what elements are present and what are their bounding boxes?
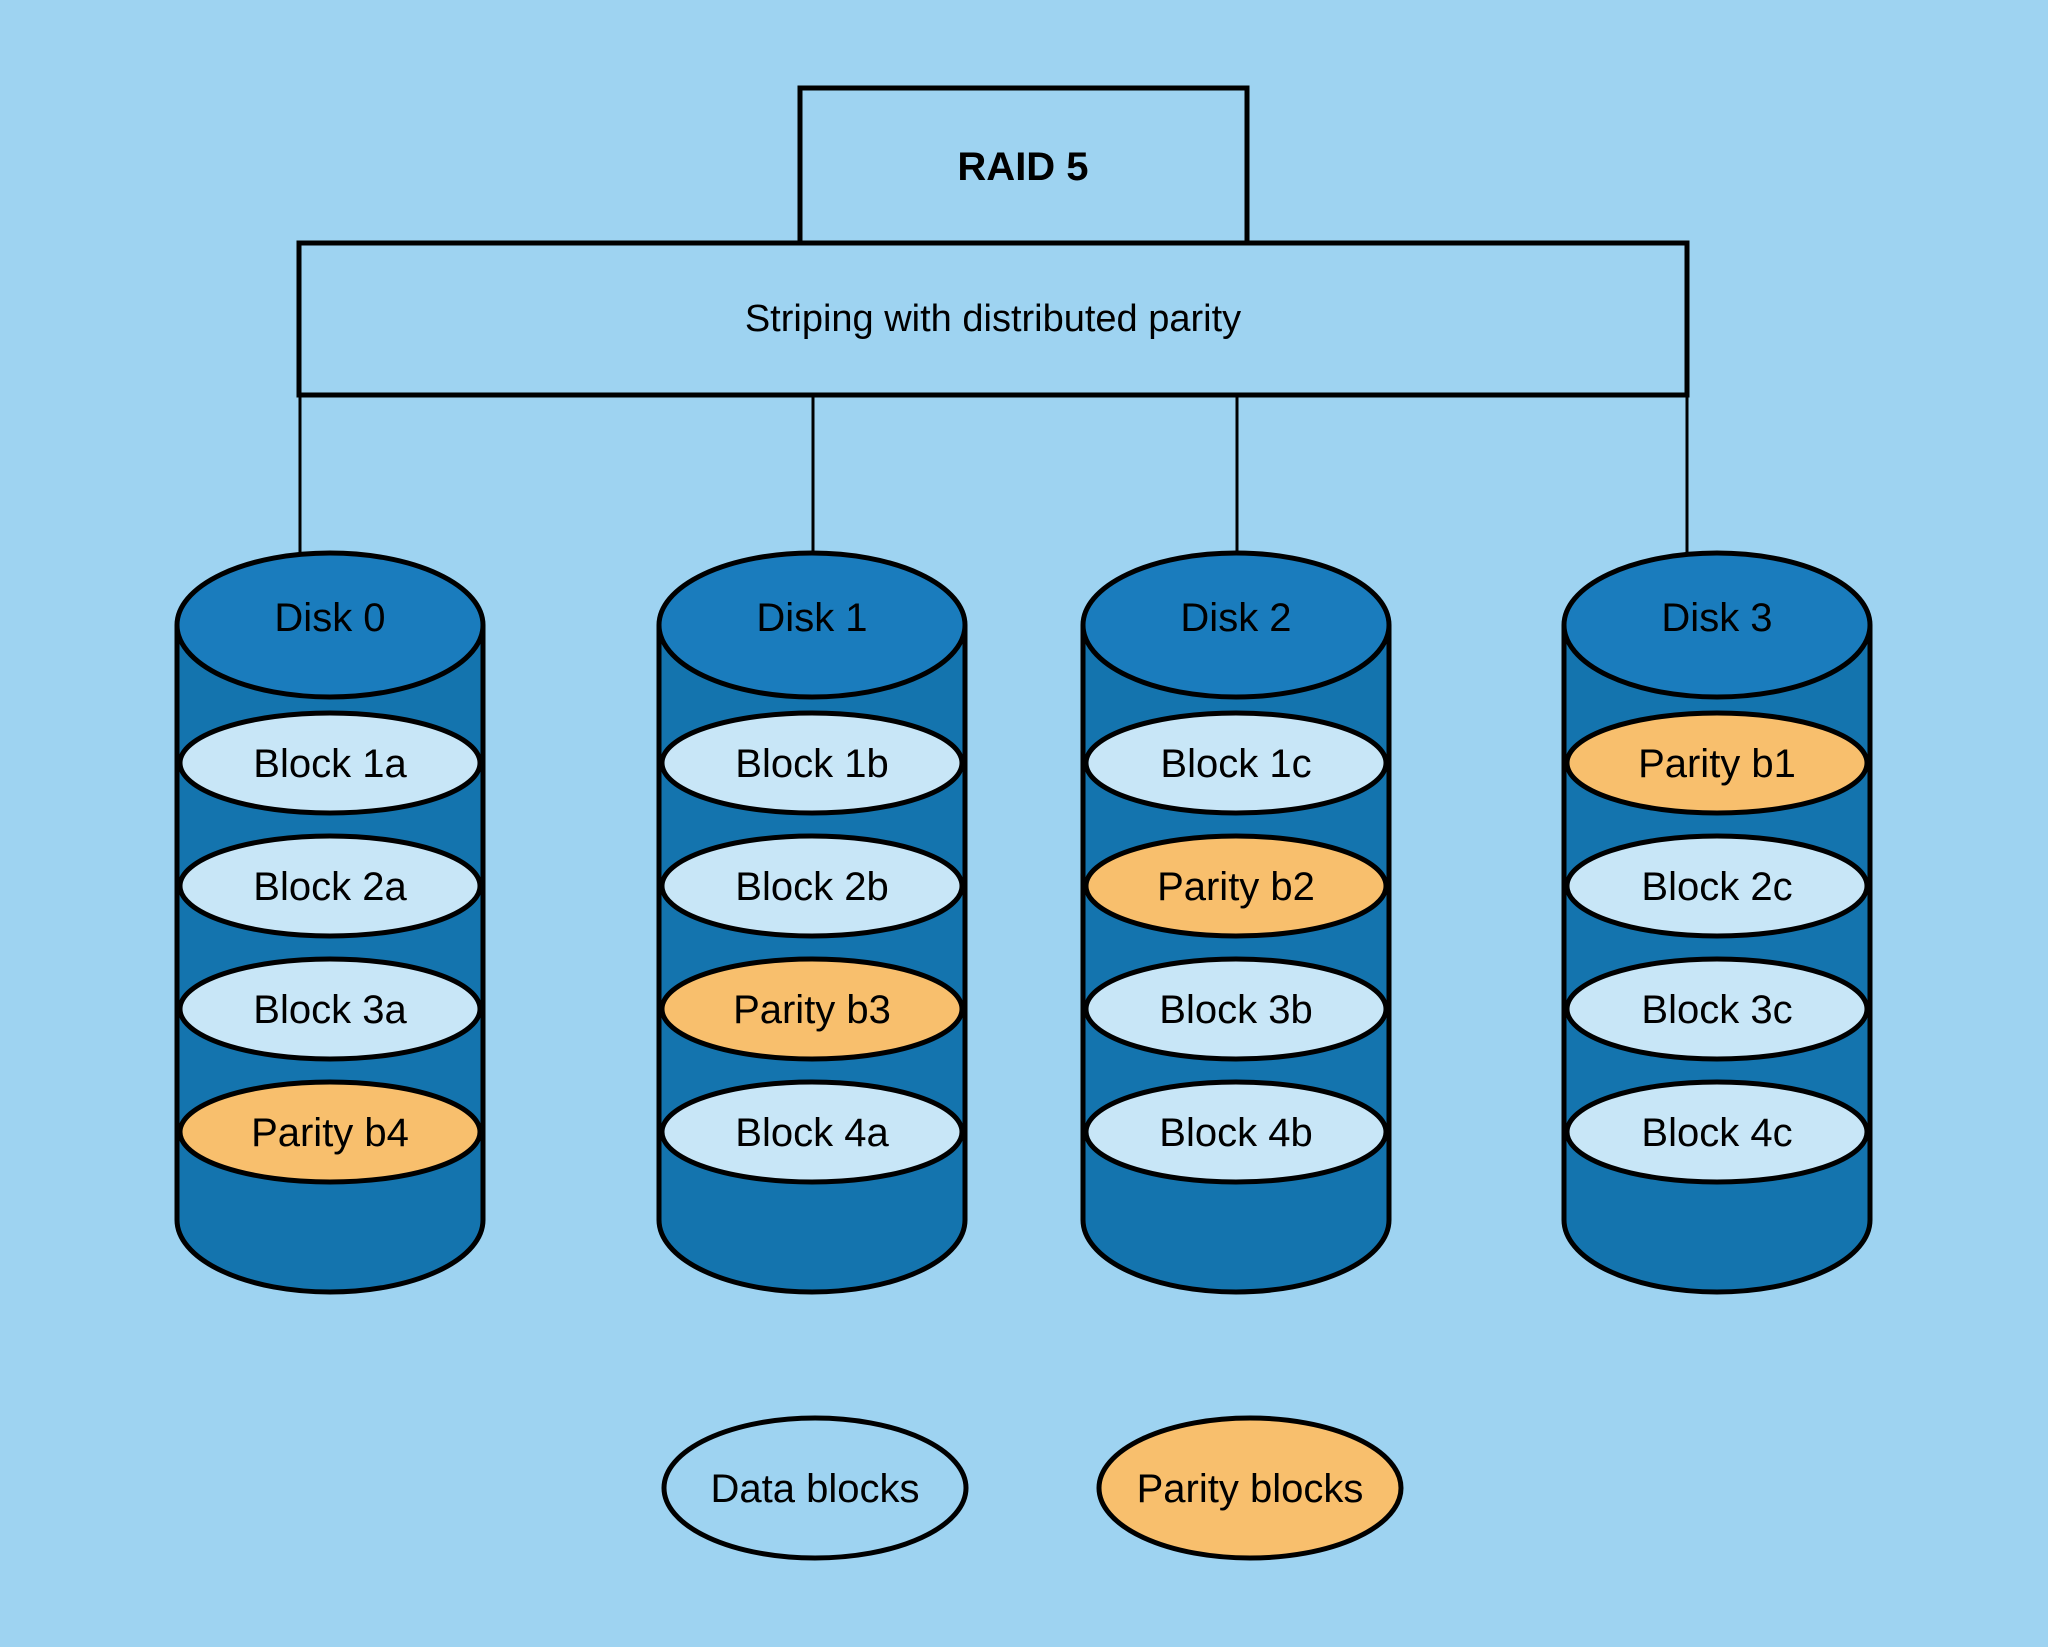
disk-cylinder: Disk 3 Parity b1 Block 2c Block 3c Block 4c <box>1561 550 1873 1295</box>
disk-label: Disk 0 <box>274 596 385 640</box>
block-label: Block 1a <box>253 742 407 786</box>
legend-label: Data blocks <box>711 1467 920 1511</box>
data-block-ellipse <box>1564 833 1870 939</box>
data-block-ellipse <box>659 1079 965 1185</box>
parity-block-ellipse <box>659 956 965 1062</box>
legend: Data blocks Parity blocks <box>661 1415 1404 1561</box>
block-label: Parity b1 <box>1638 742 1796 786</box>
block-label: Block 3c <box>1641 988 1792 1032</box>
block-label: Block 1b <box>735 742 888 786</box>
disk-cylinder: Disk 1 Block 1b Block 2b Parity b3 Block 4a <box>656 550 968 1295</box>
legend-parity-ellipse <box>1096 1415 1404 1561</box>
disk-top-ellipse <box>174 550 486 700</box>
parity-block-ellipse <box>1564 710 1870 816</box>
block-label: Block 3a <box>253 988 407 1032</box>
disk-label: Disk 2 <box>1180 596 1291 640</box>
legend-data-ellipse <box>661 1415 969 1561</box>
block-label: Parity b2 <box>1157 865 1315 909</box>
data-block-ellipse <box>177 710 483 816</box>
block-label: Block 4b <box>1159 1111 1312 1155</box>
data-block-ellipse <box>659 710 965 816</box>
disk-cylinder: Disk 0 Block 1a Block 2a Block 3a Parity b4 <box>174 550 486 1295</box>
parity-block-ellipse <box>1083 833 1389 939</box>
data-block-ellipse <box>1564 956 1870 1062</box>
block-label: Block 2a <box>253 865 407 909</box>
data-block-ellipse <box>177 833 483 939</box>
data-block-ellipse <box>1083 956 1389 1062</box>
data-block-ellipse <box>1564 1079 1870 1185</box>
raid5-title: RAID 5 <box>957 145 1088 189</box>
disk-label: Disk 1 <box>756 596 867 640</box>
data-block-ellipse <box>177 956 483 1062</box>
block-label: Block 1c <box>1160 742 1311 786</box>
data-block-ellipse <box>1083 1079 1389 1185</box>
block-label: Block 2b <box>735 865 888 909</box>
disk-top-ellipse <box>1561 550 1873 700</box>
block-label: Block 4a <box>735 1111 889 1155</box>
disk-top-ellipse <box>1080 550 1392 700</box>
subtitle-text: Striping with distributed parity <box>745 298 1241 340</box>
subtitle-box <box>296 240 1690 398</box>
legend-label: Parity blocks <box>1137 1467 1364 1511</box>
block-label: Block 3b <box>1159 988 1312 1032</box>
block-label: Parity b3 <box>733 988 891 1032</box>
block-label: Parity b4 <box>251 1111 409 1155</box>
disk-label: Disk 3 <box>1661 596 1772 640</box>
disk-top-ellipse <box>656 550 968 700</box>
disk-cylinder: Disk 2 Block 1c Parity b2 Block 3b Block 4b <box>1080 550 1392 1295</box>
data-block-ellipse <box>1083 710 1389 816</box>
block-label: Block 2c <box>1641 865 1792 909</box>
parity-block-ellipse <box>177 1079 483 1185</box>
data-block-ellipse <box>659 833 965 939</box>
block-label: Block 4c <box>1641 1111 1792 1155</box>
